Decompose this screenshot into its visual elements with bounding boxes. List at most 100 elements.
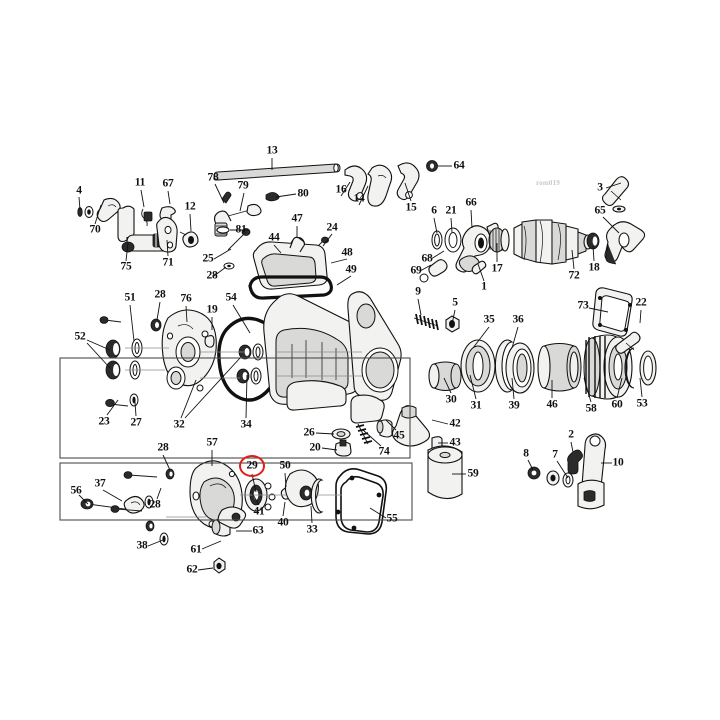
callout-64: 64: [453, 159, 465, 172]
callout-34: 34: [240, 418, 252, 431]
callout-69: 69: [410, 264, 422, 277]
callout-44: 44: [268, 231, 280, 244]
callout-35: 35: [483, 313, 495, 326]
callout-23: 23: [98, 415, 110, 428]
part-19-dowel: [204, 335, 215, 348]
leader-line: [511, 377, 515, 400]
callout-12: 12: [184, 200, 196, 213]
leader-line: [470, 209, 473, 229]
leader-line: [310, 505, 313, 524]
leader-line: [140, 189, 145, 208]
callout-18: 18: [588, 261, 600, 274]
callout-28: 28: [206, 269, 218, 282]
callout-75: 75: [120, 260, 132, 273]
part-14-fork: [367, 164, 393, 207]
leader-line: [147, 539, 164, 547]
leader-line: [639, 309, 642, 324]
leader-line: [404, 182, 412, 202]
leader-line: [185, 305, 188, 323]
callout-60: 60: [611, 398, 623, 411]
leader-line: [369, 507, 387, 519]
group-pawl-arm: [527, 433, 607, 510]
callout-40: 40: [277, 516, 289, 529]
leader-line: [156, 301, 161, 321]
leader-line: [321, 447, 338, 451]
callout-11: 11: [134, 176, 146, 189]
leader-line: [477, 263, 485, 282]
group-shift-forks: [344, 160, 438, 207]
leader-line: [330, 258, 348, 264]
group-drain-parts: [331, 405, 463, 500]
callout-71: 71: [162, 256, 174, 269]
group-bottom-parts: [80, 460, 388, 574]
callout-52: 52: [74, 330, 86, 343]
callout-47: 47: [291, 212, 303, 225]
part-3-bolt: [601, 176, 630, 207]
leader-line: [451, 309, 456, 325]
group-cam-assembly: [419, 176, 646, 283]
leader-line: [358, 185, 369, 206]
group-main-case: [263, 287, 657, 424]
callout-46: 46: [546, 398, 558, 411]
callout-39: 39: [508, 399, 520, 412]
part-16-fork: [344, 165, 368, 202]
callout-70: 70: [89, 223, 101, 236]
callout-50: 50: [279, 459, 291, 472]
leader-line: [431, 419, 449, 425]
part-9-spring: [413, 313, 439, 331]
leader-line: [592, 245, 595, 262]
leader-lines: [78, 158, 643, 571]
part-23-bolt: [105, 398, 115, 407]
callout-28: 28: [154, 288, 166, 301]
callout-31: 31: [470, 399, 482, 412]
callout-80: 80: [297, 187, 309, 200]
leader-line: [602, 216, 620, 234]
callout-2: 2: [568, 428, 574, 441]
callout-15: 15: [405, 201, 417, 214]
callout-81: 81: [235, 223, 247, 236]
callout-38: 38: [136, 539, 148, 552]
part-2-bolt: [567, 449, 583, 475]
highlight-ring-29: [239, 455, 265, 477]
leader-line: [450, 217, 453, 233]
leader-line: [201, 540, 222, 550]
callout-61: 61: [190, 543, 202, 556]
leader-line: [78, 494, 89, 505]
callout-29: 29: [246, 459, 258, 472]
leader-line: [197, 567, 214, 571]
leader-line: [433, 217, 438, 234]
callout-16: 16: [335, 183, 347, 196]
part-79-rod: [213, 210, 232, 225]
callout-30: 30: [445, 393, 457, 406]
leader-line: [86, 339, 111, 351]
callout-21: 21: [445, 204, 457, 217]
leader-line: [180, 379, 197, 419]
callout-76: 76: [180, 292, 192, 305]
part-13-shaft: [213, 163, 341, 181]
callout-78: 78: [207, 171, 219, 184]
part-69-washer: [419, 273, 429, 283]
callout-5: 5: [452, 296, 458, 309]
callout-72: 72: [568, 269, 580, 282]
lower-reference-box: [59, 462, 413, 521]
leader-line: [214, 183, 225, 204]
callout-19: 19: [206, 303, 218, 316]
leader-line: [162, 454, 171, 471]
callout-68: 68: [421, 252, 433, 265]
part-81-oring: [216, 226, 230, 234]
leader-line: [556, 460, 569, 479]
leader-line: [362, 429, 382, 447]
leader-line: [571, 249, 575, 270]
part-58-gear: [583, 334, 633, 400]
callout-65: 65: [594, 204, 606, 217]
part-74-spring: [355, 423, 373, 445]
leader-line: [167, 190, 171, 205]
leader-line: [472, 326, 490, 349]
callout-57: 57: [206, 436, 218, 449]
callout-51: 51: [124, 291, 136, 304]
leader-line: [570, 441, 574, 453]
part-15-fork: [396, 162, 420, 201]
leader-line: [430, 250, 445, 260]
callout-63: 63: [252, 524, 264, 537]
leader-line: [156, 487, 162, 500]
